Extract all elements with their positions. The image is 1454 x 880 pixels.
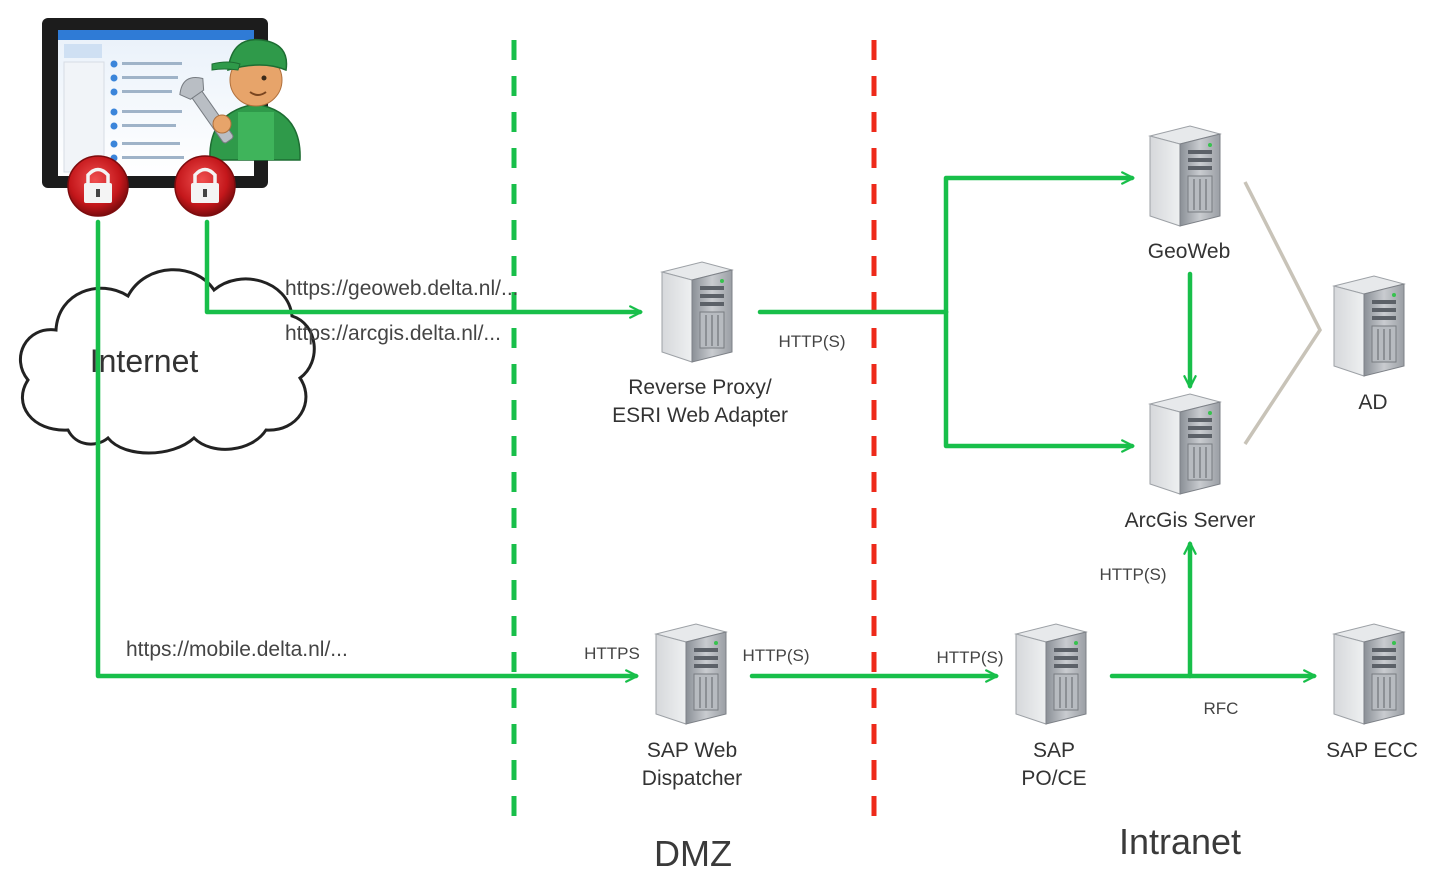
geoweb-label: GeoWeb	[1148, 240, 1231, 263]
url-geoweb: https://geoweb.delta.nl/...	[285, 277, 518, 300]
sap-po-label-line2: PO/CE	[1021, 767, 1086, 790]
sap-ecc-server-icon	[1333, 623, 1405, 725]
url-arcgis: https://arcgis.delta.nl/...	[285, 322, 501, 345]
flow-mobile-to-dispatcher	[95, 219, 639, 683]
padlock-icon	[174, 155, 236, 217]
cloud-label: Internet	[90, 343, 199, 379]
arcgis-label: ArcGis Server	[1125, 509, 1256, 532]
reverse-proxy-server-icon	[661, 261, 733, 363]
sap-web-dispatcher-label-line2: Dispatcher	[642, 767, 742, 790]
flow-web-to-reverse-proxy	[204, 219, 643, 319]
ad-links	[1243, 181, 1323, 445]
reverse-proxy-label-line2: ESRI Web Adapter	[612, 404, 788, 427]
flow-proxy-to-geoweb	[943, 171, 1135, 315]
padlock-icon	[67, 155, 129, 217]
url-mobile: https://mobile.delta.nl/...	[126, 638, 348, 661]
proto-po-in: HTTP(S)	[936, 648, 1003, 667]
sap-po-server-icon	[1015, 623, 1087, 725]
reverse-proxy-label-line1: Reverse Proxy/	[628, 376, 772, 399]
ad-label: AD	[1358, 391, 1387, 414]
flow-lines	[95, 171, 1317, 683]
sap-web-dispatcher-label-line1: SAP Web	[647, 739, 737, 762]
zone-dmz-label: DMZ	[654, 833, 732, 874]
sap-po-label-line1: SAP	[1033, 739, 1075, 762]
proto-dispatcher-out: HTTP(S)	[742, 646, 809, 665]
sap-web-dispatcher-server-icon	[655, 623, 727, 725]
cloud-icon	[18, 268, 316, 455]
proto-po-to-arcgis: HTTP(S)	[1099, 565, 1166, 584]
zone-intranet-label: Intranet	[1119, 821, 1241, 862]
sap-ecc-label: SAP ECC	[1326, 739, 1418, 762]
proto-dispatcher-in: HTTPS	[584, 644, 640, 663]
geoweb-server-icon	[1149, 125, 1221, 227]
mechanic-icon	[179, 38, 301, 161]
ad-server-icon	[1333, 275, 1405, 377]
flow-proxy-to-arcgis	[943, 309, 1135, 453]
tablet-icon	[42, 18, 268, 188]
proto-po-to-ecc: RFC	[1204, 699, 1239, 718]
arcgis-server-icon	[1149, 393, 1221, 495]
proto-proxy-out: HTTP(S)	[778, 332, 845, 351]
